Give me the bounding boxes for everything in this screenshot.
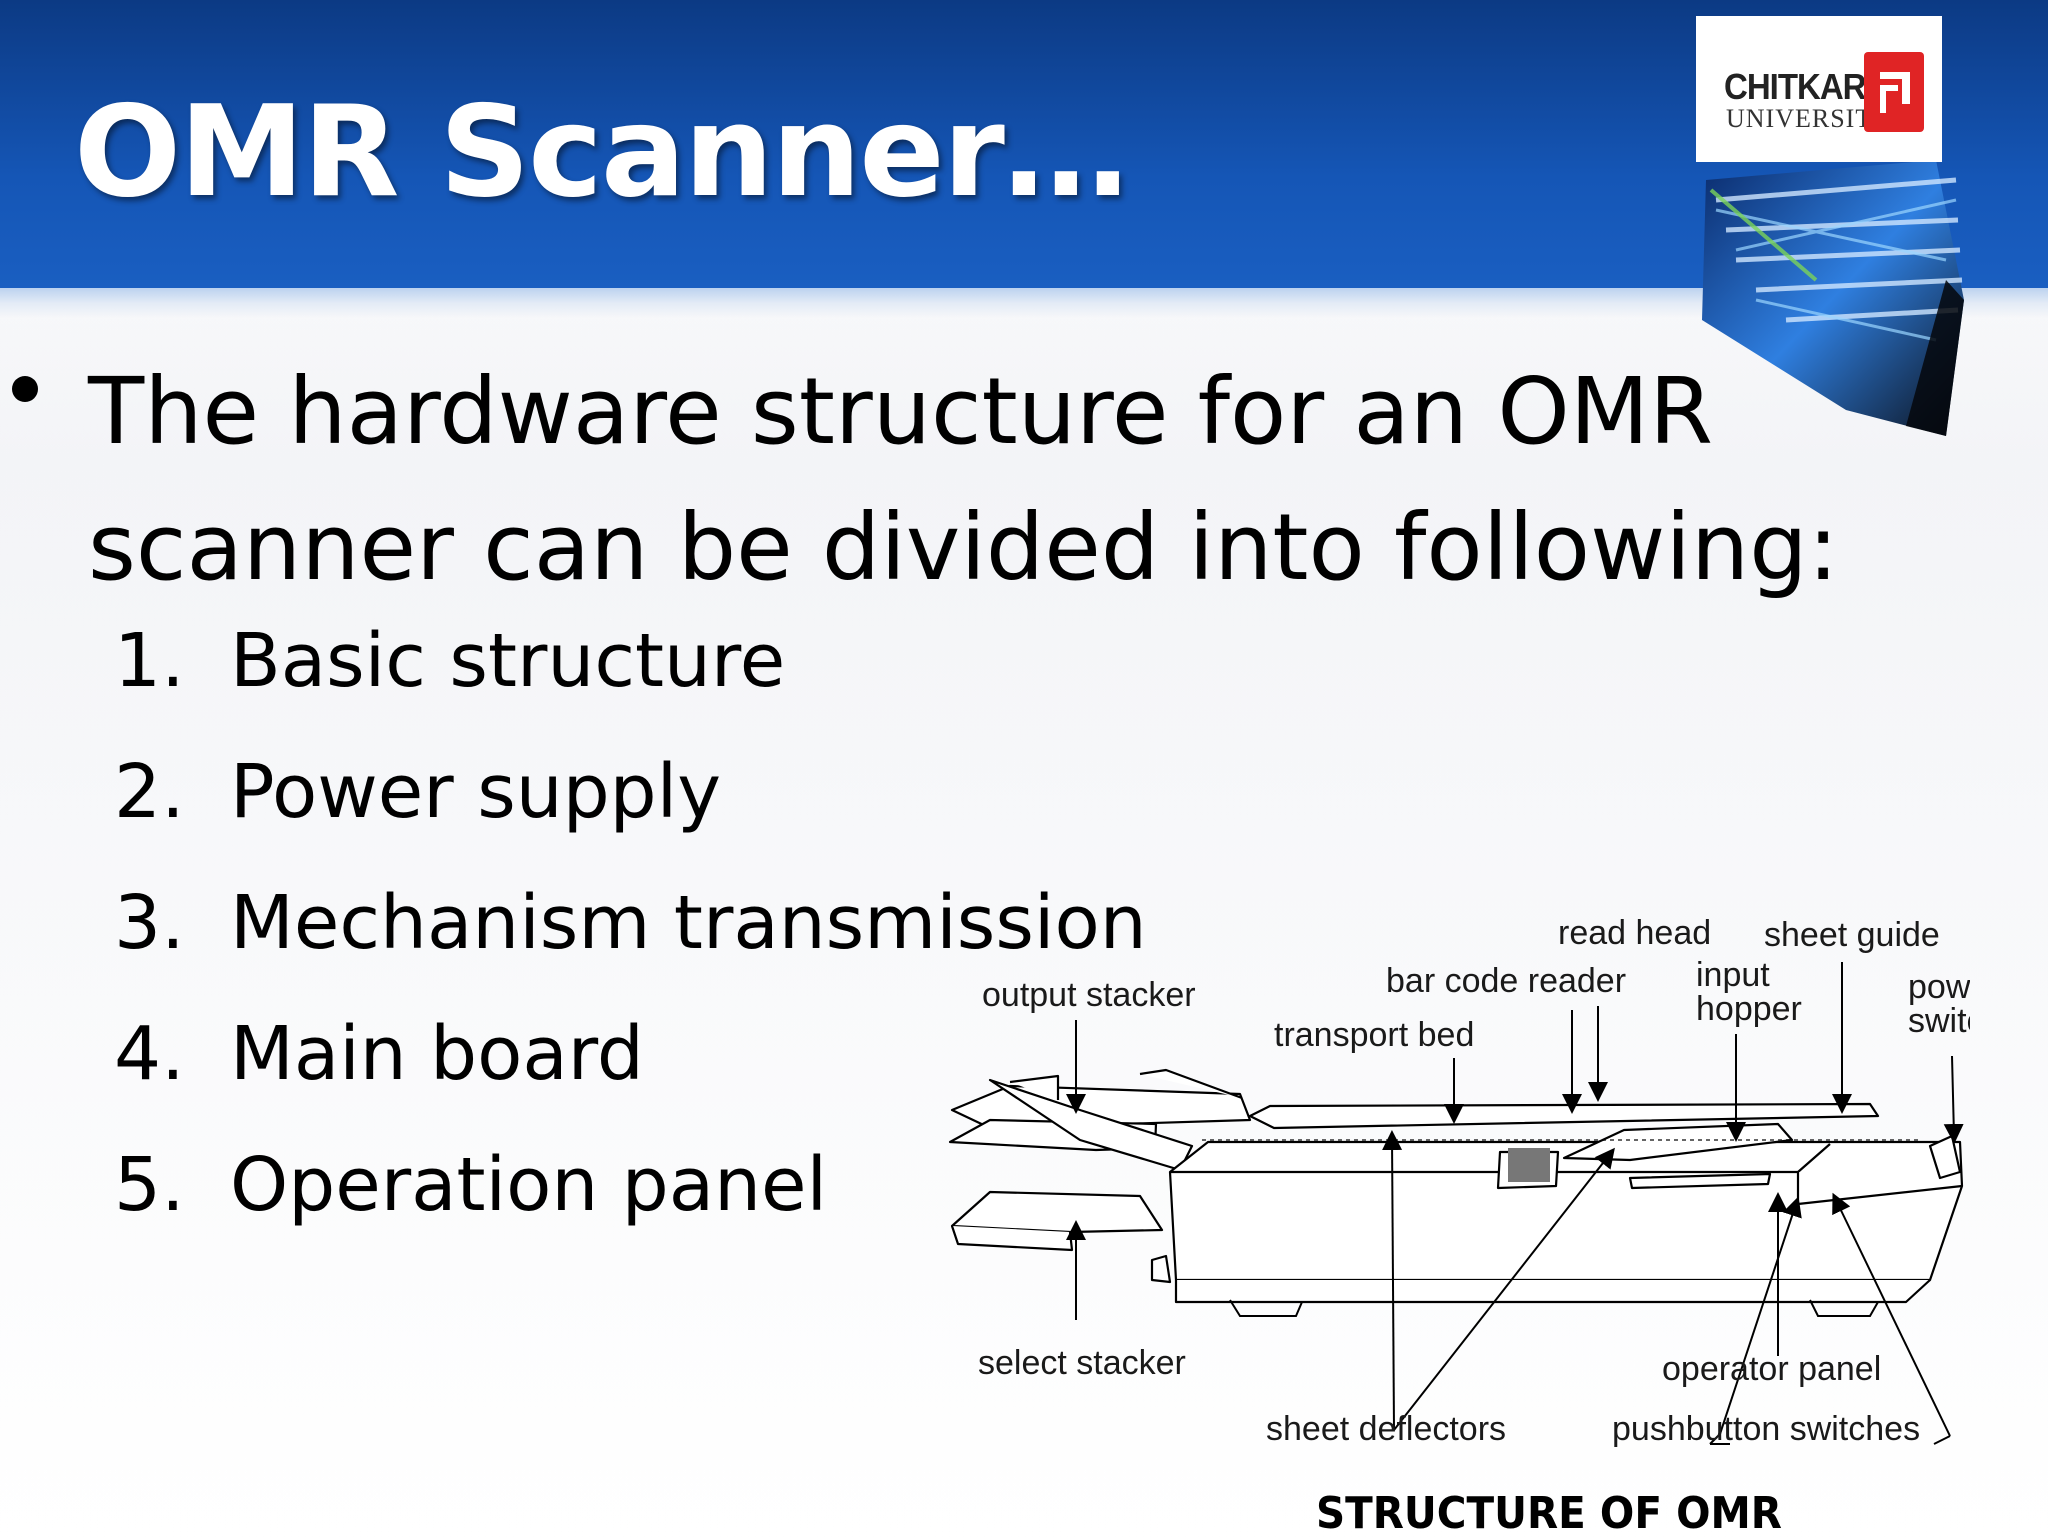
list-item: 2. Power supply: [114, 749, 1147, 880]
logo-sub: UNIVERSITY: [1726, 104, 1892, 133]
label-sheet-guide: sheet guide: [1764, 916, 1940, 954]
item-number: 5.: [114, 1142, 185, 1228]
structure-list: 1. Basic structure 2. Power supply 3. Mecha…: [114, 618, 1147, 1273]
bullet-point: [12, 376, 38, 402]
list-item: 3. Mechanism transmission: [114, 880, 1147, 1011]
omr-structure-diagram: read head sheet guide bar code reader in…: [948, 914, 1970, 1448]
item-label: Mechanism transmission: [230, 880, 1147, 966]
label-transport-bed: transport bed: [1274, 1016, 1474, 1054]
label-pushbutton-switches: pushbutton switches: [1612, 1410, 1920, 1448]
diagram-caption: STRUCTURE OF OMR: [1316, 1488, 1782, 1539]
label-hopper: hopper: [1696, 990, 1802, 1028]
logo-mark-icon: [1864, 52, 1924, 132]
label-operator-panel: operator panel: [1662, 1350, 1881, 1388]
item-number: 3.: [114, 880, 185, 966]
university-logo: CHITKARA UNIVERSITY: [1696, 16, 1942, 162]
label-read-head: read head: [1558, 914, 1711, 952]
slide-title: OMR Scanner…: [74, 78, 1129, 225]
label-bar-code-reader: bar code reader: [1386, 962, 1626, 1000]
list-item: 1. Basic structure: [114, 618, 1147, 749]
label-input: input: [1696, 956, 1770, 994]
label-power: power: [1908, 968, 1970, 1006]
item-label: Power supply: [230, 749, 722, 835]
item-number: 2.: [114, 749, 185, 835]
item-number: 4.: [114, 1011, 185, 1097]
item-label: Basic structure: [230, 618, 786, 704]
label-switch: switch: [1908, 1002, 1970, 1040]
logo-name: CHITKARA: [1724, 66, 1889, 107]
bullet-text: The hardware structure for an OMR scanne…: [88, 358, 1839, 601]
light-beam-graphic: [1702, 160, 1964, 436]
list-item: 5. Operation panel: [114, 1142, 1147, 1273]
list-item: 4. Main board: [114, 1011, 1147, 1142]
label-select-stacker: select stacker: [978, 1344, 1186, 1382]
label-sheet-deflectors: sheet deflectors: [1266, 1410, 1506, 1448]
item-label: Main board: [230, 1011, 644, 1097]
label-output-stacker: output stacker: [982, 976, 1196, 1014]
item-number: 1.: [114, 618, 185, 704]
item-label: Operation panel: [230, 1142, 828, 1228]
